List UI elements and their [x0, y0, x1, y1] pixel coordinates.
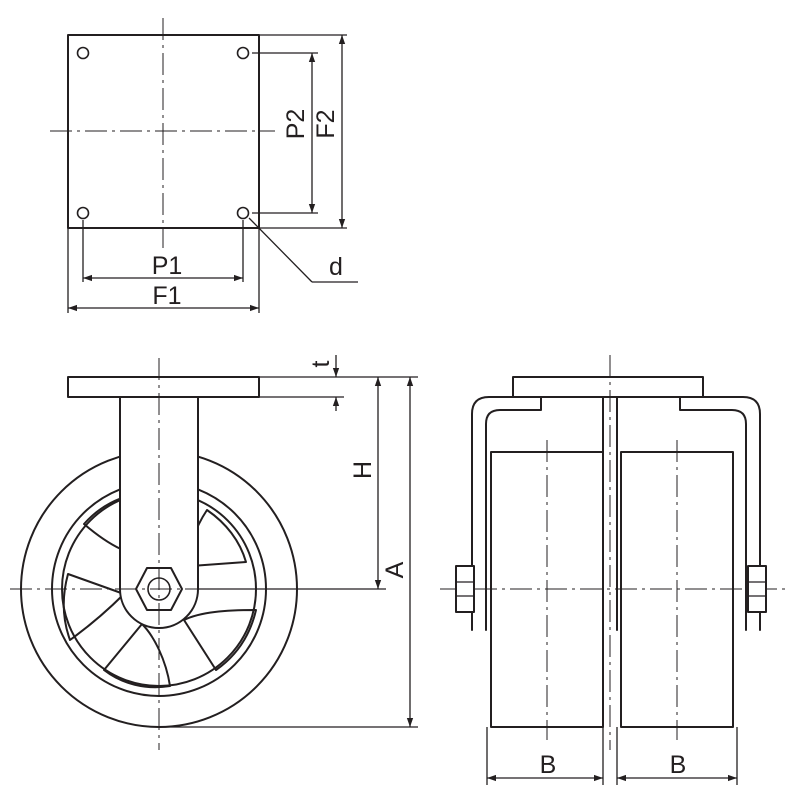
- d-leader-line: [248, 217, 313, 283]
- f1-label: F1: [152, 282, 181, 310]
- top-plate-view: P1 F1 P2 F2 d: [50, 18, 358, 313]
- bolt-hole-bottom-left: [76, 206, 90, 220]
- spoke-opening: [62, 573, 125, 641]
- d-label: d: [329, 253, 343, 281]
- f2-label: F2: [312, 109, 340, 138]
- spoke-opening: [103, 623, 171, 689]
- a-label: A: [381, 561, 409, 578]
- b-right-label: B: [670, 751, 687, 779]
- bolt-hole-top-left: [76, 46, 90, 60]
- front-view: B B: [440, 355, 785, 785]
- b-left-label: B: [540, 751, 557, 779]
- t-label: t: [307, 360, 335, 367]
- p1-label: P1: [152, 252, 183, 280]
- p2-label: P2: [282, 109, 310, 140]
- side-view: t H A: [10, 355, 418, 750]
- fork-bracket-inner-right: [679, 396, 747, 631]
- fork-bracket-inner: [485, 396, 542, 631]
- axle-nut-right: [747, 565, 767, 613]
- bolt-hole-top-right: [236, 46, 250, 60]
- side-top-plate: [67, 376, 260, 398]
- spoke-opening: [183, 609, 257, 671]
- h-label: H: [349, 461, 377, 479]
- axle-nut-left: [455, 565, 475, 613]
- front-top-plate: [512, 376, 704, 398]
- bolt-hole-bottom-right: [236, 206, 250, 220]
